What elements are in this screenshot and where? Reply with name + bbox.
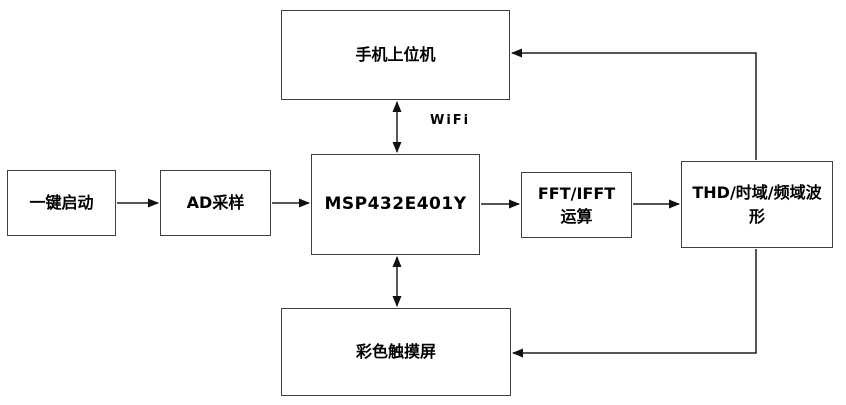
block-phone-host: 手机上位机: [281, 10, 510, 100]
block-color-touchscreen-label: 彩色触摸屏: [355, 342, 436, 362]
arrow-thd-to-phonehost: [511, 48, 757, 160]
block-one-key-start: 一键启动: [7, 170, 116, 236]
block-phone-host-label: 手机上位机: [355, 45, 436, 65]
block-mcu-msp432e401y: MSP432E401Y: [311, 154, 480, 255]
arrow-thd-to-touchscreen: [512, 249, 757, 358]
block-thd-waveform: THD/时域/频域波形: [681, 161, 833, 248]
block-color-touchscreen: 彩色触摸屏: [281, 308, 511, 396]
block-thd-waveform-label: THD/时域/频域波形: [692, 183, 822, 226]
block-fft-ifft: FFT/IFFT运算: [521, 172, 632, 238]
block-mcu-label: MSP432E401Y: [324, 194, 467, 215]
block-ad-sampling-label: AD采样: [186, 193, 245, 213]
wifi-edge-label: WiFi: [430, 113, 471, 128]
block-ad-sampling: AD采样: [160, 170, 271, 236]
block-fft-ifft-label: FFT/IFFT运算: [537, 183, 616, 226]
block-one-key-start-label: 一键启动: [29, 193, 94, 213]
